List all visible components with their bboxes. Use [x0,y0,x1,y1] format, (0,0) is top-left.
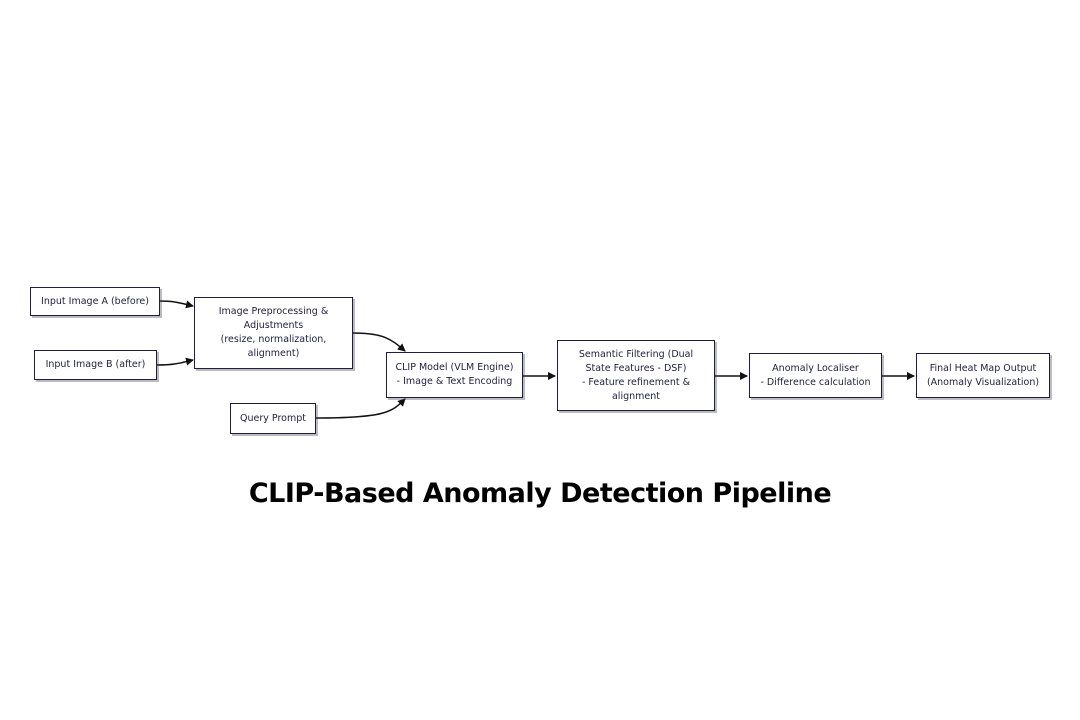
node-input-image-a: Input Image A (before) [30,287,160,316]
node-anomaly-localiser: Anomaly Localiser - Difference calculati… [749,353,882,398]
node-input-image-b: Input Image B (after) [34,350,157,380]
edge-input-a-to-preprocessing [159,300,194,309]
node-query-prompt: Query Prompt [230,403,316,434]
edge-query-to-clip [315,398,406,419]
node-clip-model: CLIP Model (VLM Engine) - Image & Text E… [386,352,523,398]
node-final-heat-map: Final Heat Map Output (Anomaly Visualiza… [916,353,1050,398]
node-image-preprocessing: Image Preprocessing & Adjustments (resiz… [194,297,353,369]
edge-preprocessing-to-clip [352,332,406,352]
edge-input-b-to-preprocessing [156,357,194,366]
diagram-title: CLIP-Based Anomaly Detection Pipeline [248,478,832,509]
node-semantic-filtering: Semantic Filtering (Dual State Features … [557,340,715,411]
